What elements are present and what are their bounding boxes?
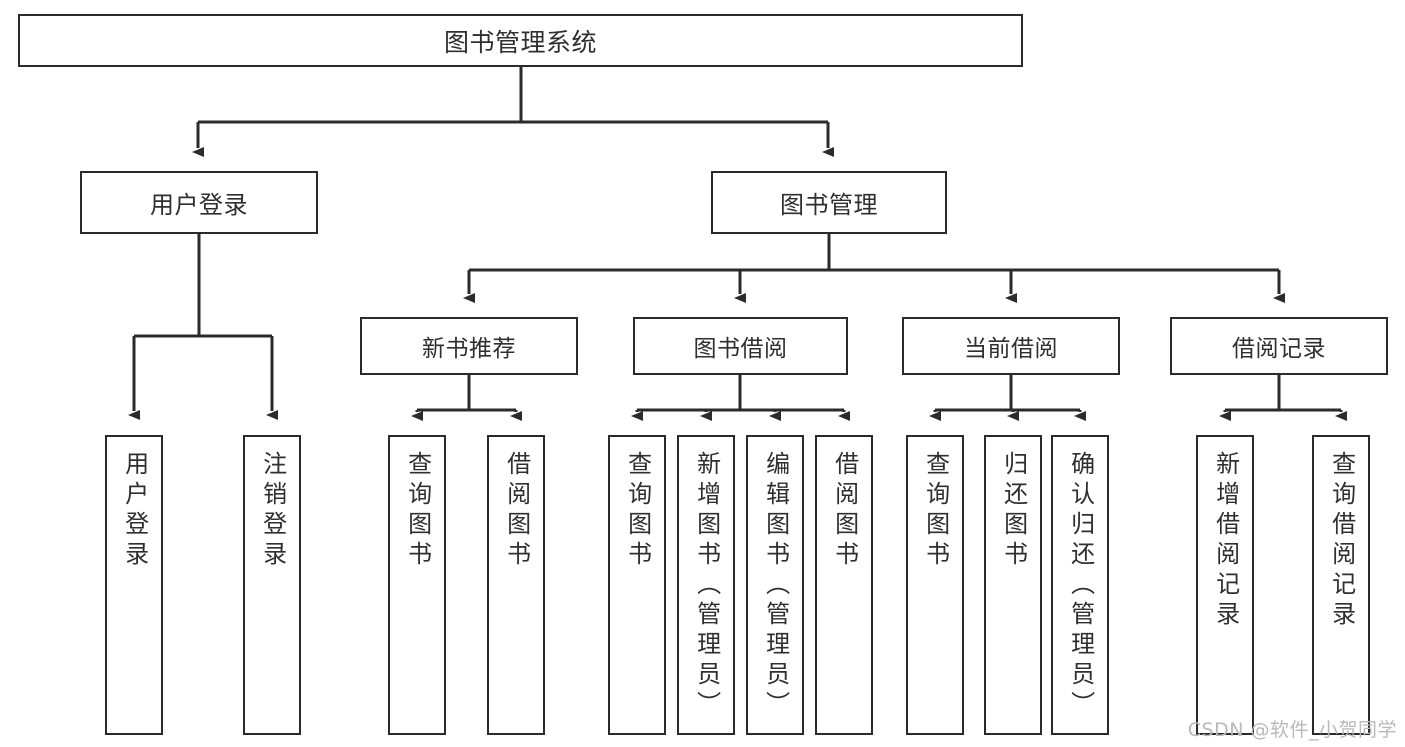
node-leaf-add-book-label: 新增图书（管理员） xyxy=(692,451,721,721)
node-leaf-query-book-1[interactable]: 查询图书 xyxy=(388,435,446,735)
node-book-borrow-label: 图书借阅 xyxy=(693,336,788,362)
csdn-watermark: CSDN @软件_小贺同学 xyxy=(1187,719,1397,741)
node-leaf-borrow-book-1-label: 借阅图书 xyxy=(502,451,531,571)
node-leaf-edit-book[interactable]: 编辑图书（管理员） xyxy=(746,435,804,735)
node-leaf-edit-book-label: 编辑图书（管理员） xyxy=(761,451,790,721)
node-leaf-query-record-label: 查询借阅记录 xyxy=(1327,451,1356,631)
node-leaf-query-book-3[interactable]: 查询图书 xyxy=(906,435,964,735)
node-leaf-query-book-1-label: 查询图书 xyxy=(403,451,432,571)
node-leaf-return-book[interactable]: 归还图书 xyxy=(984,435,1042,735)
node-leaf-add-record[interactable]: 新增借阅记录 xyxy=(1196,435,1254,735)
node-borrow-record-label: 借阅记录 xyxy=(1232,336,1326,362)
node-leaf-add-record-label: 新增借阅记录 xyxy=(1211,451,1240,631)
node-leaf-query-book-2-label: 查询图书 xyxy=(623,451,652,571)
node-root[interactable]: 图书管理系统 xyxy=(18,14,1023,67)
node-leaf-user-logout[interactable]: 注销登录 xyxy=(243,435,301,735)
node-root-label: 图书管理系统 xyxy=(443,27,597,57)
node-leaf-borrow-book-1[interactable]: 借阅图书 xyxy=(487,435,545,735)
node-leaf-query-record[interactable]: 查询借阅记录 xyxy=(1312,435,1370,735)
node-book-manage-label: 图书管理 xyxy=(780,191,878,219)
node-leaf-borrow-book-2[interactable]: 借阅图书 xyxy=(815,435,873,735)
node-leaf-user-login[interactable]: 用户登录 xyxy=(105,435,163,735)
node-leaf-query-book-3-label: 查询图书 xyxy=(921,451,950,571)
node-borrow-record[interactable]: 借阅记录 xyxy=(1170,317,1388,375)
node-leaf-confirm-return-label: 确认归还（管理员） xyxy=(1066,451,1095,721)
node-leaf-query-book-2[interactable]: 查询图书 xyxy=(608,435,666,735)
node-user-login-label: 用户登录 xyxy=(150,191,248,219)
node-book-manage[interactable]: 图书管理 xyxy=(711,171,947,234)
node-leaf-return-book-label: 归还图书 xyxy=(999,451,1028,571)
node-user-login[interactable]: 用户登录 xyxy=(80,171,318,234)
node-leaf-borrow-book-2-label: 借阅图书 xyxy=(830,451,859,571)
node-new-book-recommend[interactable]: 新书推荐 xyxy=(360,317,578,375)
node-leaf-add-book[interactable]: 新增图书（管理员） xyxy=(677,435,735,735)
node-book-borrow[interactable]: 图书借阅 xyxy=(633,317,848,375)
node-new-book-recommend-label: 新书推荐 xyxy=(422,336,516,362)
node-leaf-user-login-label: 用户登录 xyxy=(120,451,149,571)
node-current-borrow-label: 当前借阅 xyxy=(964,336,1058,362)
node-current-borrow[interactable]: 当前借阅 xyxy=(902,317,1120,375)
node-leaf-confirm-return[interactable]: 确认归还（管理员） xyxy=(1051,435,1109,735)
node-leaf-user-logout-label: 注销登录 xyxy=(258,451,287,571)
